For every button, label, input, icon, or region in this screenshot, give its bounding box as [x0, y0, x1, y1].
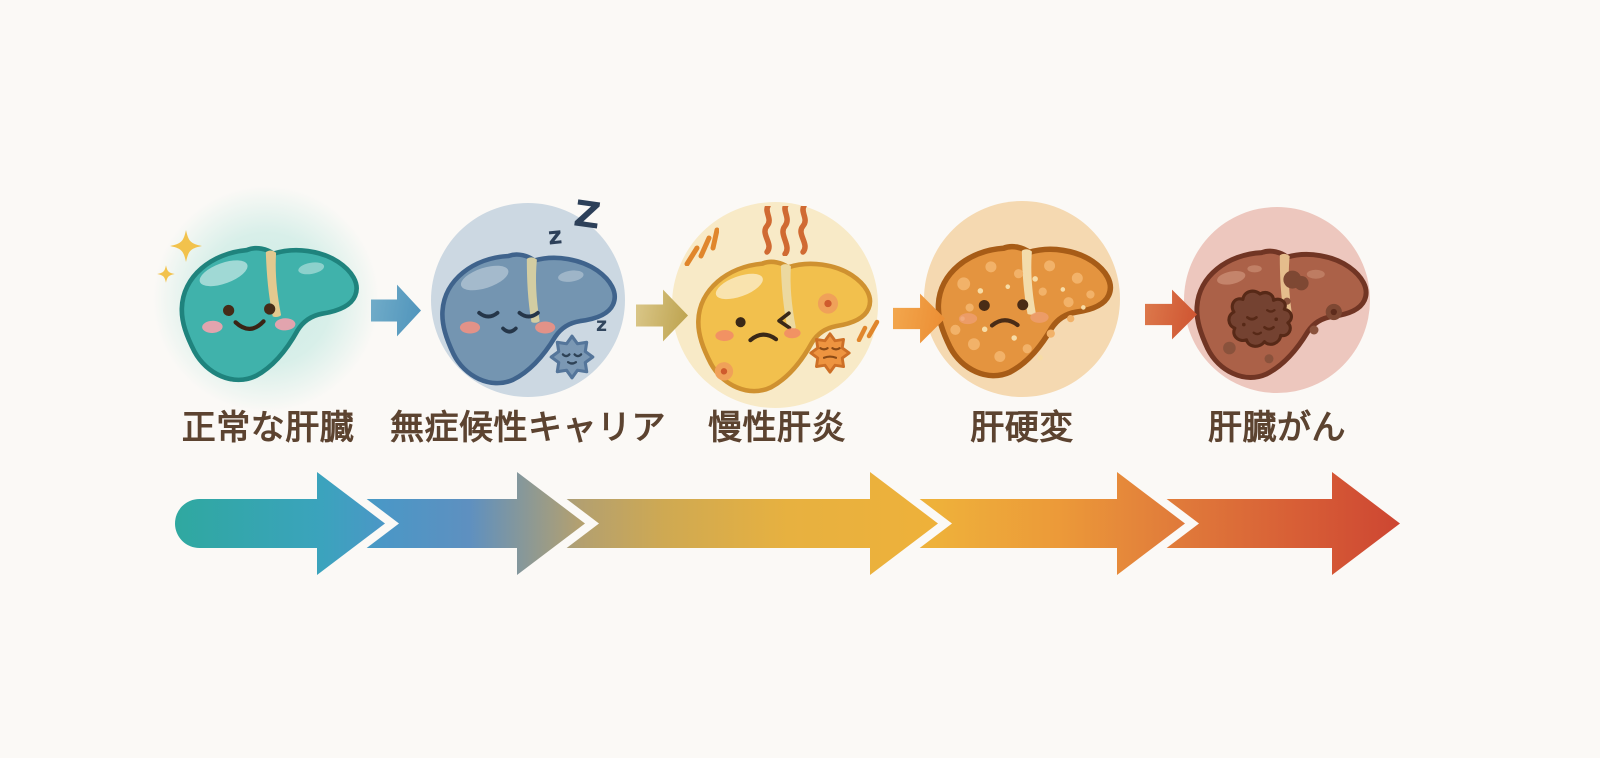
liver-cirrhosis-illustration	[935, 243, 1114, 379]
gloss-highlight	[715, 273, 763, 300]
stage-label-hepatitis: 慢性肝炎	[708, 408, 846, 448]
gloss-highlight-small	[558, 270, 584, 282]
liver-carrier-illustration	[440, 252, 617, 386]
stage-asymptomatic-carrier: Z z z 無症候性キャリア	[390, 0, 666, 758]
metastasis-spots	[1223, 270, 1342, 364]
gloss-highlight	[460, 265, 509, 291]
angry-virus-icon	[809, 332, 851, 374]
sleeping-virus-icon	[549, 334, 595, 380]
gallbladder-band	[1021, 249, 1036, 315]
tumor-mass	[1227, 289, 1293, 348]
gloss-highlight	[199, 260, 248, 287]
gloss-highlight-small	[298, 262, 325, 275]
virus-sleep-z: z	[596, 314, 608, 336]
sparkle-icon	[157, 230, 202, 283]
stage-label-cirrhosis: 肝硬変	[970, 408, 1074, 448]
stage-liver-cancer: 肝臓がん	[1147, 0, 1407, 758]
light-patches	[1217, 265, 1325, 285]
liver-body	[440, 252, 617, 386]
sleep-zzz-big: Z	[571, 193, 603, 238]
liver-normal-illustration	[179, 245, 359, 383]
gallbladder-band	[265, 250, 282, 318]
stage-label-cancer: 肝臓がん	[1208, 408, 1346, 448]
sleep-zzz-small: z	[546, 221, 564, 251]
heat-steam-icon	[762, 206, 808, 256]
stage-normal-liver: 正常な肝臓	[138, 0, 398, 758]
stage-chronic-hepatitis: 慢性肝炎	[647, 0, 907, 758]
virus-alert-dashes	[856, 319, 880, 342]
sleeping-face	[459, 310, 556, 334]
gallbladder-band	[526, 257, 540, 323]
stage-label-normal: 正常な肝臓	[181, 408, 355, 448]
nodule-dots-small	[960, 276, 1086, 361]
gallbladder-band	[780, 264, 796, 330]
timeline-arrowhead-final	[1332, 472, 1400, 575]
nodule-spots	[950, 260, 1095, 363]
stage-label-carrier: 無症候性キャリア	[390, 408, 666, 448]
liver-cancer-illustration	[1194, 248, 1369, 380]
progression-timeline-arrow	[175, 472, 1400, 575]
stage-cirrhosis: 肝硬変	[892, 0, 1152, 758]
sad-face	[958, 299, 1049, 328]
liver-hepatitis-illustration	[696, 259, 873, 394]
happy-face	[202, 303, 296, 333]
alert-dash-icon	[684, 227, 719, 266]
liver-body	[935, 243, 1114, 379]
wincing-face	[715, 311, 801, 343]
